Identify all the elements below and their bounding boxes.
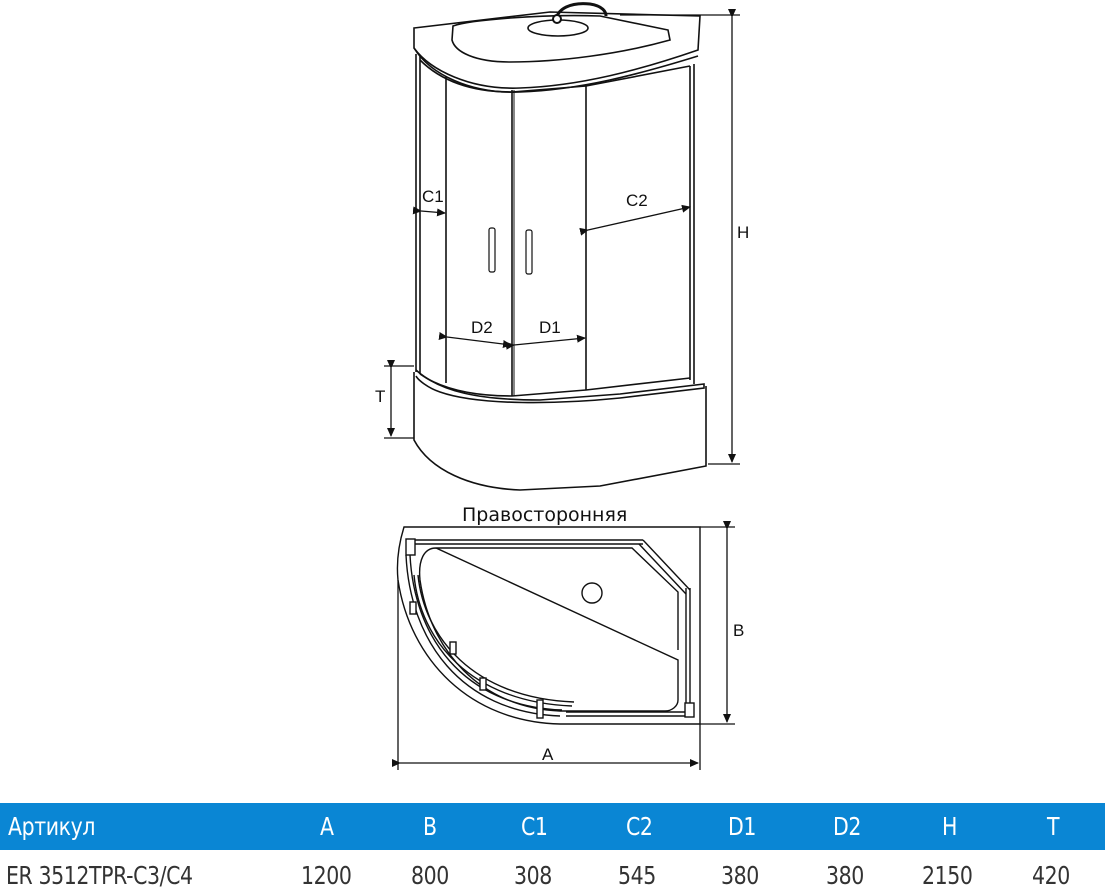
header-d2: D2 xyxy=(833,812,862,841)
cell-c1: 308 xyxy=(514,861,552,890)
cell-t: 420 xyxy=(1032,861,1070,890)
cell-d2: 380 xyxy=(826,861,864,890)
spec-table: Артикул A B C1 C2 D1 D2 H T ER 3512TPR-C… xyxy=(0,803,1105,894)
cell-d1: 380 xyxy=(721,861,759,890)
header-t: T xyxy=(1047,812,1060,841)
shower-cabin-drawing: C1 C2 D2 D1 H T Правосторонняя xyxy=(375,2,749,770)
header-c2: C2 xyxy=(626,812,653,841)
cell-h: 2150 xyxy=(922,861,973,890)
label-d1: D1 xyxy=(539,318,561,337)
top-dimensions xyxy=(392,521,735,770)
front-view xyxy=(413,2,707,491)
label-c2: C2 xyxy=(626,191,648,210)
top-view xyxy=(396,526,701,725)
cell-c2: 545 xyxy=(618,861,656,890)
cell-b: 800 xyxy=(411,861,449,890)
label-a: A xyxy=(542,745,554,764)
header-d1: D1 xyxy=(728,812,757,841)
header-a: A xyxy=(320,812,334,841)
table-row: ER 3512TPR-C3/C4 1200 800 308 545 380 38… xyxy=(0,850,1105,894)
label-c1: C1 xyxy=(422,187,444,206)
label-b: B xyxy=(733,621,744,640)
top-view-title: Правосторонняя xyxy=(462,504,627,526)
label-t: T xyxy=(375,387,385,406)
cell-article: ER 3512TPR-C3/C4 xyxy=(6,861,193,890)
header-c1: C1 xyxy=(521,812,548,841)
spec-table-header: Артикул A B C1 C2 D1 D2 H T xyxy=(0,803,1105,850)
front-dimensions xyxy=(384,9,740,465)
header-h: H xyxy=(942,812,958,841)
label-h: H xyxy=(737,223,749,242)
cell-a: 1200 xyxy=(301,861,352,890)
header-b: B xyxy=(423,812,437,841)
label-d2: D2 xyxy=(471,318,493,337)
header-article: Артикул xyxy=(8,812,96,841)
